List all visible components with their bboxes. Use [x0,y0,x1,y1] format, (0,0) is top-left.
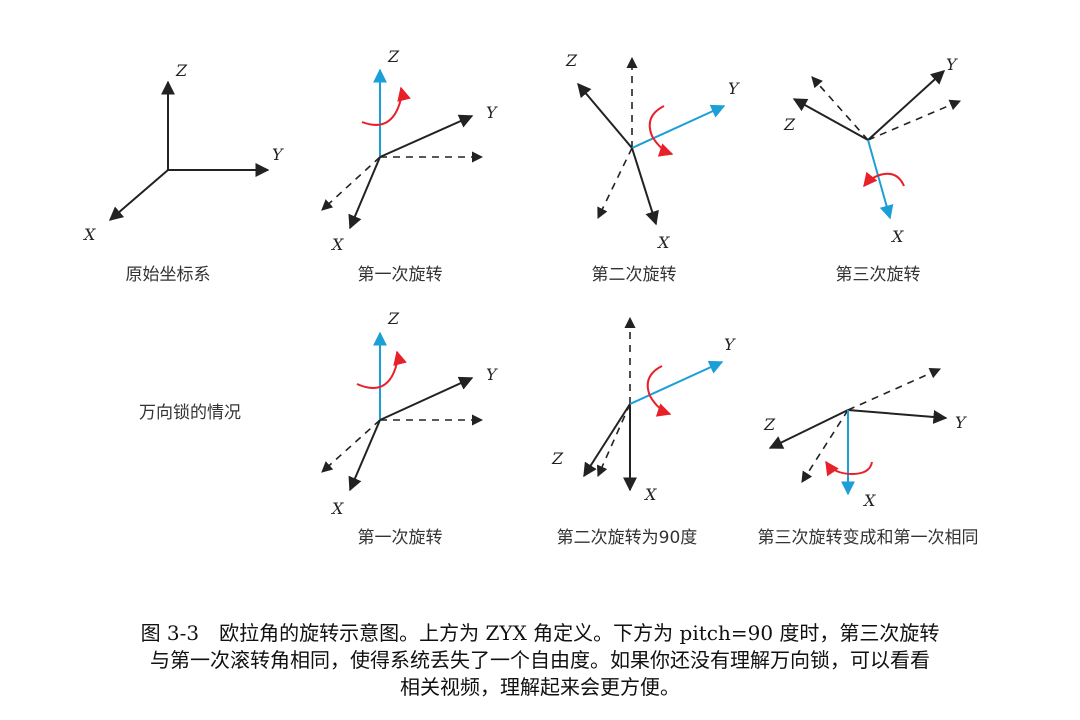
z-axis-label: Z [551,449,564,468]
x-axis-label: X [330,235,344,254]
y-axis-label: Y [272,145,284,164]
y-axis [629,360,724,405]
panel-caption: 第三次旋转 [836,265,921,285]
dashed-x-reference [321,156,381,211]
z-axis-label: Z [565,51,578,70]
panel-first-rotation: Z Y X 第一次旋转 [321,47,498,285]
dashed-x-reference [597,147,633,220]
z-axis [583,403,631,478]
panel-caption: 第二次旋转 [592,265,677,285]
panel-caption: 第一次旋转 [358,265,443,285]
x-axis-label: X [82,225,96,244]
x-axis-label: X [656,233,670,252]
y-axis [847,409,948,424]
panel-caption: 第三次旋转变成和第一次相同 [758,528,979,548]
y-axis-label: Y [946,55,958,74]
panel-gimbal-third-rotation: Z Y X 第三次旋转变成和第一次相同 [758,367,979,548]
x-axis-label: X [890,227,904,246]
x-axis [631,147,659,226]
x-axis-label: X [862,491,876,510]
rotation-arrow [825,460,873,477]
x-axis [348,419,381,492]
dashed-y-reference [847,367,942,411]
y-axis-label: Y [486,103,498,122]
z-axis-label: Z [783,115,796,134]
z-axis-label: Z [387,309,400,328]
z-axis [792,98,869,141]
dashed-x-reference [596,403,631,478]
panel-original-frame: Z Y X 原始坐标系 [82,61,284,285]
z-axis-label: Z [387,47,400,66]
y-axis [631,104,726,149]
z-axis-label: Z [175,61,188,80]
figure-caption-line-3: 相关视频，理解起来会更方便。 [400,675,680,699]
rotation-arrow [646,365,672,417]
y-axis-label: Y [724,335,736,354]
rotation-arrow [356,350,407,389]
y-axis [867,70,946,141]
y-axis-label: Y [955,413,967,432]
figure-caption-line-2: 与第一次滚转角相同，使得系统丢失了一个自由度。如果你还没有理解万向锁，可以看看 [150,648,930,672]
panel-gimbal-first-rotation: Z Y X 第一次旋转 [321,309,498,548]
y-axis-label: Y [728,79,740,98]
y-axis [379,376,474,421]
panel-second-rotation: Z Y X 第二次旋转 [565,51,740,285]
panel-caption: 原始坐标系 [126,265,211,285]
x-axis-label: X [330,499,344,518]
figure-caption: 图 3-3 欧拉角的旋转示意图。上方为 ZYX 角定义。下方为 pitch=90… [40,620,1040,701]
z-axis [768,409,849,449]
z-axis-label: Z [763,415,776,434]
rotation-arrow [648,105,674,157]
rotation-arrow [361,86,411,126]
figure-caption-line-1: 图 3-3 欧拉角的旋转示意图。上方为 ZYX 角定义。下方为 pitch=90… [140,621,940,645]
x-axis [348,156,381,230]
panel-third-rotation: Z Y X 第三次旋转 [783,55,962,285]
x-axis [108,169,169,221]
y-axis-label: Y [486,365,498,384]
dashed-z-reference [811,76,869,141]
panel-gimbal-second-rotation: Y Z X 第二次旋转为90度 [551,316,736,548]
z-axis [577,82,633,149]
x-axis [867,139,894,220]
x-axis-label: X [643,485,657,504]
dashed-x-reference [321,419,381,473]
gimbal-lock-row-label: 万向锁的情况 [139,403,241,423]
panel-caption: 第二次旋转为90度 [557,528,698,548]
rotation-arrow [863,171,905,188]
y-axis [379,114,474,158]
dashed-z-reference [801,409,849,483]
panel-caption: 第一次旋转 [358,528,443,548]
dashed-y-reference [867,99,962,141]
